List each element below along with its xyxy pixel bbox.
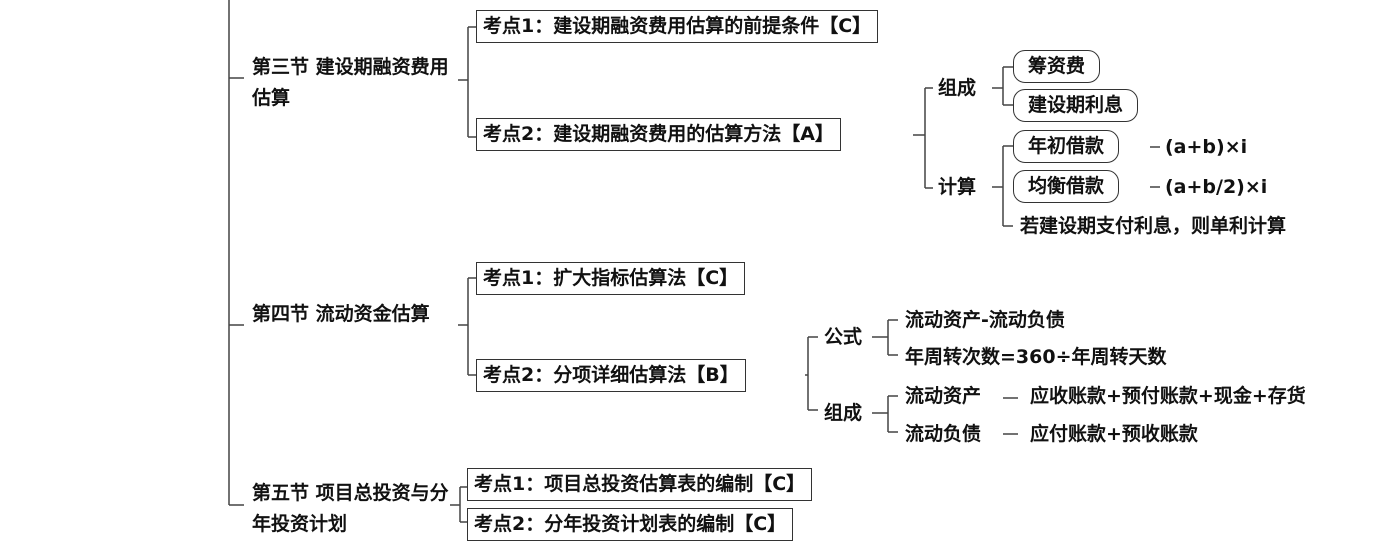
calc-formula: (a+b)×i — [1165, 136, 1248, 158]
composition-name: 流动资产 — [905, 385, 982, 407]
calc-note: 若建设期支付利息，则单利计算 — [1020, 215, 1287, 237]
section-4-title[interactable]: 第四节 流动资金估算 — [252, 303, 430, 325]
section-3-point-1[interactable]: 考点1：建设期融资费用估算的前提条件【C】 — [476, 10, 879, 43]
composition-value: 应付账款+预收账款 — [1030, 423, 1198, 445]
calc-item[interactable]: 均衡借款 — [1013, 170, 1120, 203]
composition-label: 组成 — [824, 402, 863, 424]
calc-label: 计算 — [938, 176, 977, 198]
formula-label: 公式 — [824, 326, 863, 348]
composition-value: 应收账款+预付账款+现金+存货 — [1030, 385, 1306, 407]
section-5-point-1[interactable]: 考点1：项目总投资估算表的编制【C】 — [467, 468, 813, 501]
composition-name: 流动负债 — [905, 423, 982, 445]
section-5-title[interactable]: 第五节 项目总投资与分年投资计划 — [252, 482, 449, 535]
calc-formula: (a+b/2)×i — [1165, 176, 1268, 198]
composition-label: 组成 — [938, 77, 977, 99]
calc-item[interactable]: 年初借款 — [1013, 130, 1120, 163]
section-3-title[interactable]: 第三节 建设期融资费用估算 — [252, 56, 449, 109]
section-3-point-2[interactable]: 考点2：建设期融资费用的估算方法【A】 — [476, 118, 841, 151]
formula-item: 流动资产-流动负债 — [905, 309, 1065, 331]
section-4-point-2[interactable]: 考点2：分项详细估算法【B】 — [476, 359, 746, 392]
formula-item: 年周转次数=360÷年周转天数 — [905, 346, 1167, 368]
section-4-point-1[interactable]: 考点1：扩大指标估算法【C】 — [476, 262, 746, 295]
section-5-point-2[interactable]: 考点2：分年投资计划表的编制【C】 — [467, 508, 794, 541]
composition-item[interactable]: 建设期利息 — [1013, 89, 1139, 122]
composition-item[interactable]: 筹资费 — [1013, 50, 1101, 83]
